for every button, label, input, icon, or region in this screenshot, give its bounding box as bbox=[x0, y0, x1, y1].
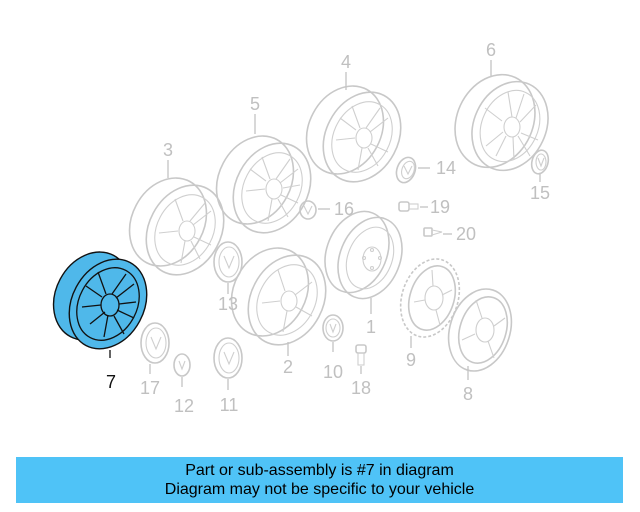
callout-9: 9 bbox=[406, 350, 416, 370]
callout-14: 14 bbox=[436, 158, 456, 178]
wheel-7-highlighted[interactable] bbox=[39, 238, 162, 362]
callout-18: 18 bbox=[351, 378, 371, 398]
callout-7: 7 bbox=[106, 372, 116, 392]
callout-20: 20 bbox=[456, 224, 476, 244]
emblem-16[interactable] bbox=[299, 200, 317, 220]
wheel-5[interactable] bbox=[202, 122, 326, 246]
callout-1: 1 bbox=[366, 317, 376, 337]
bolt-19[interactable] bbox=[398, 201, 419, 212]
caption-line-1: Part or sub-assembly is #7 in diagram bbox=[185, 462, 454, 479]
emblem-12[interactable] bbox=[173, 353, 191, 377]
callout-4: 4 bbox=[341, 52, 351, 72]
wheel-1[interactable] bbox=[313, 202, 413, 308]
callout-17: 17 bbox=[140, 378, 160, 398]
emblem-10[interactable] bbox=[322, 314, 344, 342]
callout-5: 5 bbox=[250, 94, 260, 114]
caption-line-2: Diagram may not be specific to your vehi… bbox=[164, 481, 475, 498]
wheel-6[interactable] bbox=[440, 61, 562, 182]
hub-cap-14[interactable] bbox=[393, 155, 419, 186]
center-cap-11[interactable] bbox=[213, 337, 243, 379]
callout-3: 3 bbox=[163, 140, 173, 160]
callout-19: 19 bbox=[430, 197, 450, 217]
callout-6: 6 bbox=[486, 40, 496, 60]
caption-banner: Part or sub-assembly is #7 in diagram Di… bbox=[16, 457, 623, 503]
parts-diagram: 6 4 5 3 2 bbox=[39, 40, 562, 416]
center-cap-13[interactable] bbox=[213, 241, 243, 283]
callout-12: 12 bbox=[174, 396, 194, 416]
valve-stem-20[interactable] bbox=[423, 227, 443, 237]
center-cap-17[interactable] bbox=[140, 322, 170, 364]
callout-2: 2 bbox=[283, 357, 293, 377]
wheel-4[interactable] bbox=[292, 72, 416, 195]
wheel-3[interactable] bbox=[115, 164, 239, 288]
callout-10: 10 bbox=[323, 362, 343, 382]
callout-11: 11 bbox=[220, 395, 239, 415]
callout-16: 16 bbox=[334, 199, 354, 219]
callout-15: 15 bbox=[530, 183, 550, 203]
hub-cap-15[interactable] bbox=[529, 148, 551, 175]
callout-8: 8 bbox=[463, 384, 473, 404]
wheel-cover-8[interactable] bbox=[438, 281, 521, 379]
lug-bolt-18[interactable] bbox=[355, 344, 367, 366]
callout-13: 13 bbox=[218, 294, 238, 314]
wheel-cover-9[interactable] bbox=[391, 251, 469, 344]
